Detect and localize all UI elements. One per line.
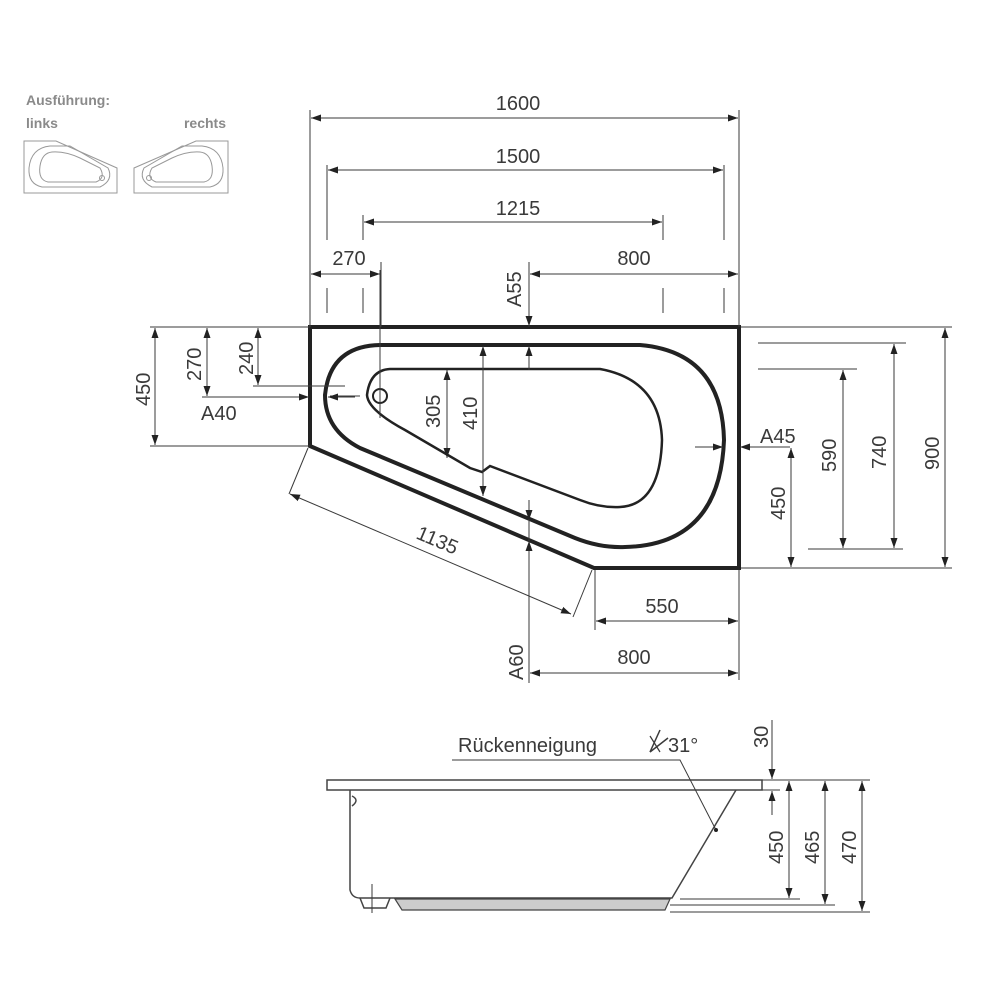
dim-740: 740 xyxy=(869,436,891,469)
dim-1135: 1135 xyxy=(413,522,461,559)
dim-800-bottom: 800 xyxy=(617,647,650,669)
side-view: Rückenneigung 31° 30 450 465 470 xyxy=(326,720,870,913)
dim-a40: A40 xyxy=(201,403,237,425)
dim-410: 410 xyxy=(460,397,482,430)
backrest-label: Rückenneigung xyxy=(458,735,597,757)
dim-550: 550 xyxy=(645,596,678,618)
dim-a45: A45 xyxy=(760,426,796,448)
backrest-angle: 31° xyxy=(668,735,698,757)
variant-left-icon xyxy=(23,140,118,194)
variant-right-icon xyxy=(133,140,229,194)
dim-a60: A60 xyxy=(506,644,528,680)
tub-rim-outline xyxy=(322,343,727,550)
variants-heading: Ausführung: xyxy=(26,92,110,108)
dim-240-left: 240 xyxy=(236,342,258,375)
tub-rim-side xyxy=(326,779,763,791)
dim-1500: 1500 xyxy=(496,146,541,168)
dim-465-side: 465 xyxy=(802,831,824,864)
dim-450-side: 450 xyxy=(766,831,788,864)
tub-basin-outline xyxy=(365,367,664,509)
top-view: 1600 1500 1215 270 800 A55 450 270 240 A… xyxy=(133,93,952,683)
dim-800-top: 800 xyxy=(617,248,650,270)
variant-right-label: rechts xyxy=(184,115,226,131)
dim-a55: A55 xyxy=(504,271,526,307)
dim-470-side: 470 xyxy=(839,831,861,864)
dim-30: 30 xyxy=(751,726,773,748)
dim-450-right: 450 xyxy=(768,487,790,520)
dim-305: 305 xyxy=(423,395,445,428)
tub-body-side xyxy=(349,789,737,899)
angle-icon xyxy=(649,729,669,753)
variants-legend: Ausführung: links rechts xyxy=(23,92,229,194)
tub-foot-side xyxy=(393,898,671,911)
variant-left-label: links xyxy=(26,115,58,131)
dim-590: 590 xyxy=(819,439,841,472)
dim-270-left: 270 xyxy=(184,348,206,381)
dim-270-top: 270 xyxy=(332,248,365,270)
dim-1215: 1215 xyxy=(496,198,541,220)
tub-outer-outline xyxy=(308,325,741,570)
dim-1600: 1600 xyxy=(496,93,541,115)
dim-900: 900 xyxy=(922,437,944,470)
dim-450-left: 450 xyxy=(133,373,155,406)
